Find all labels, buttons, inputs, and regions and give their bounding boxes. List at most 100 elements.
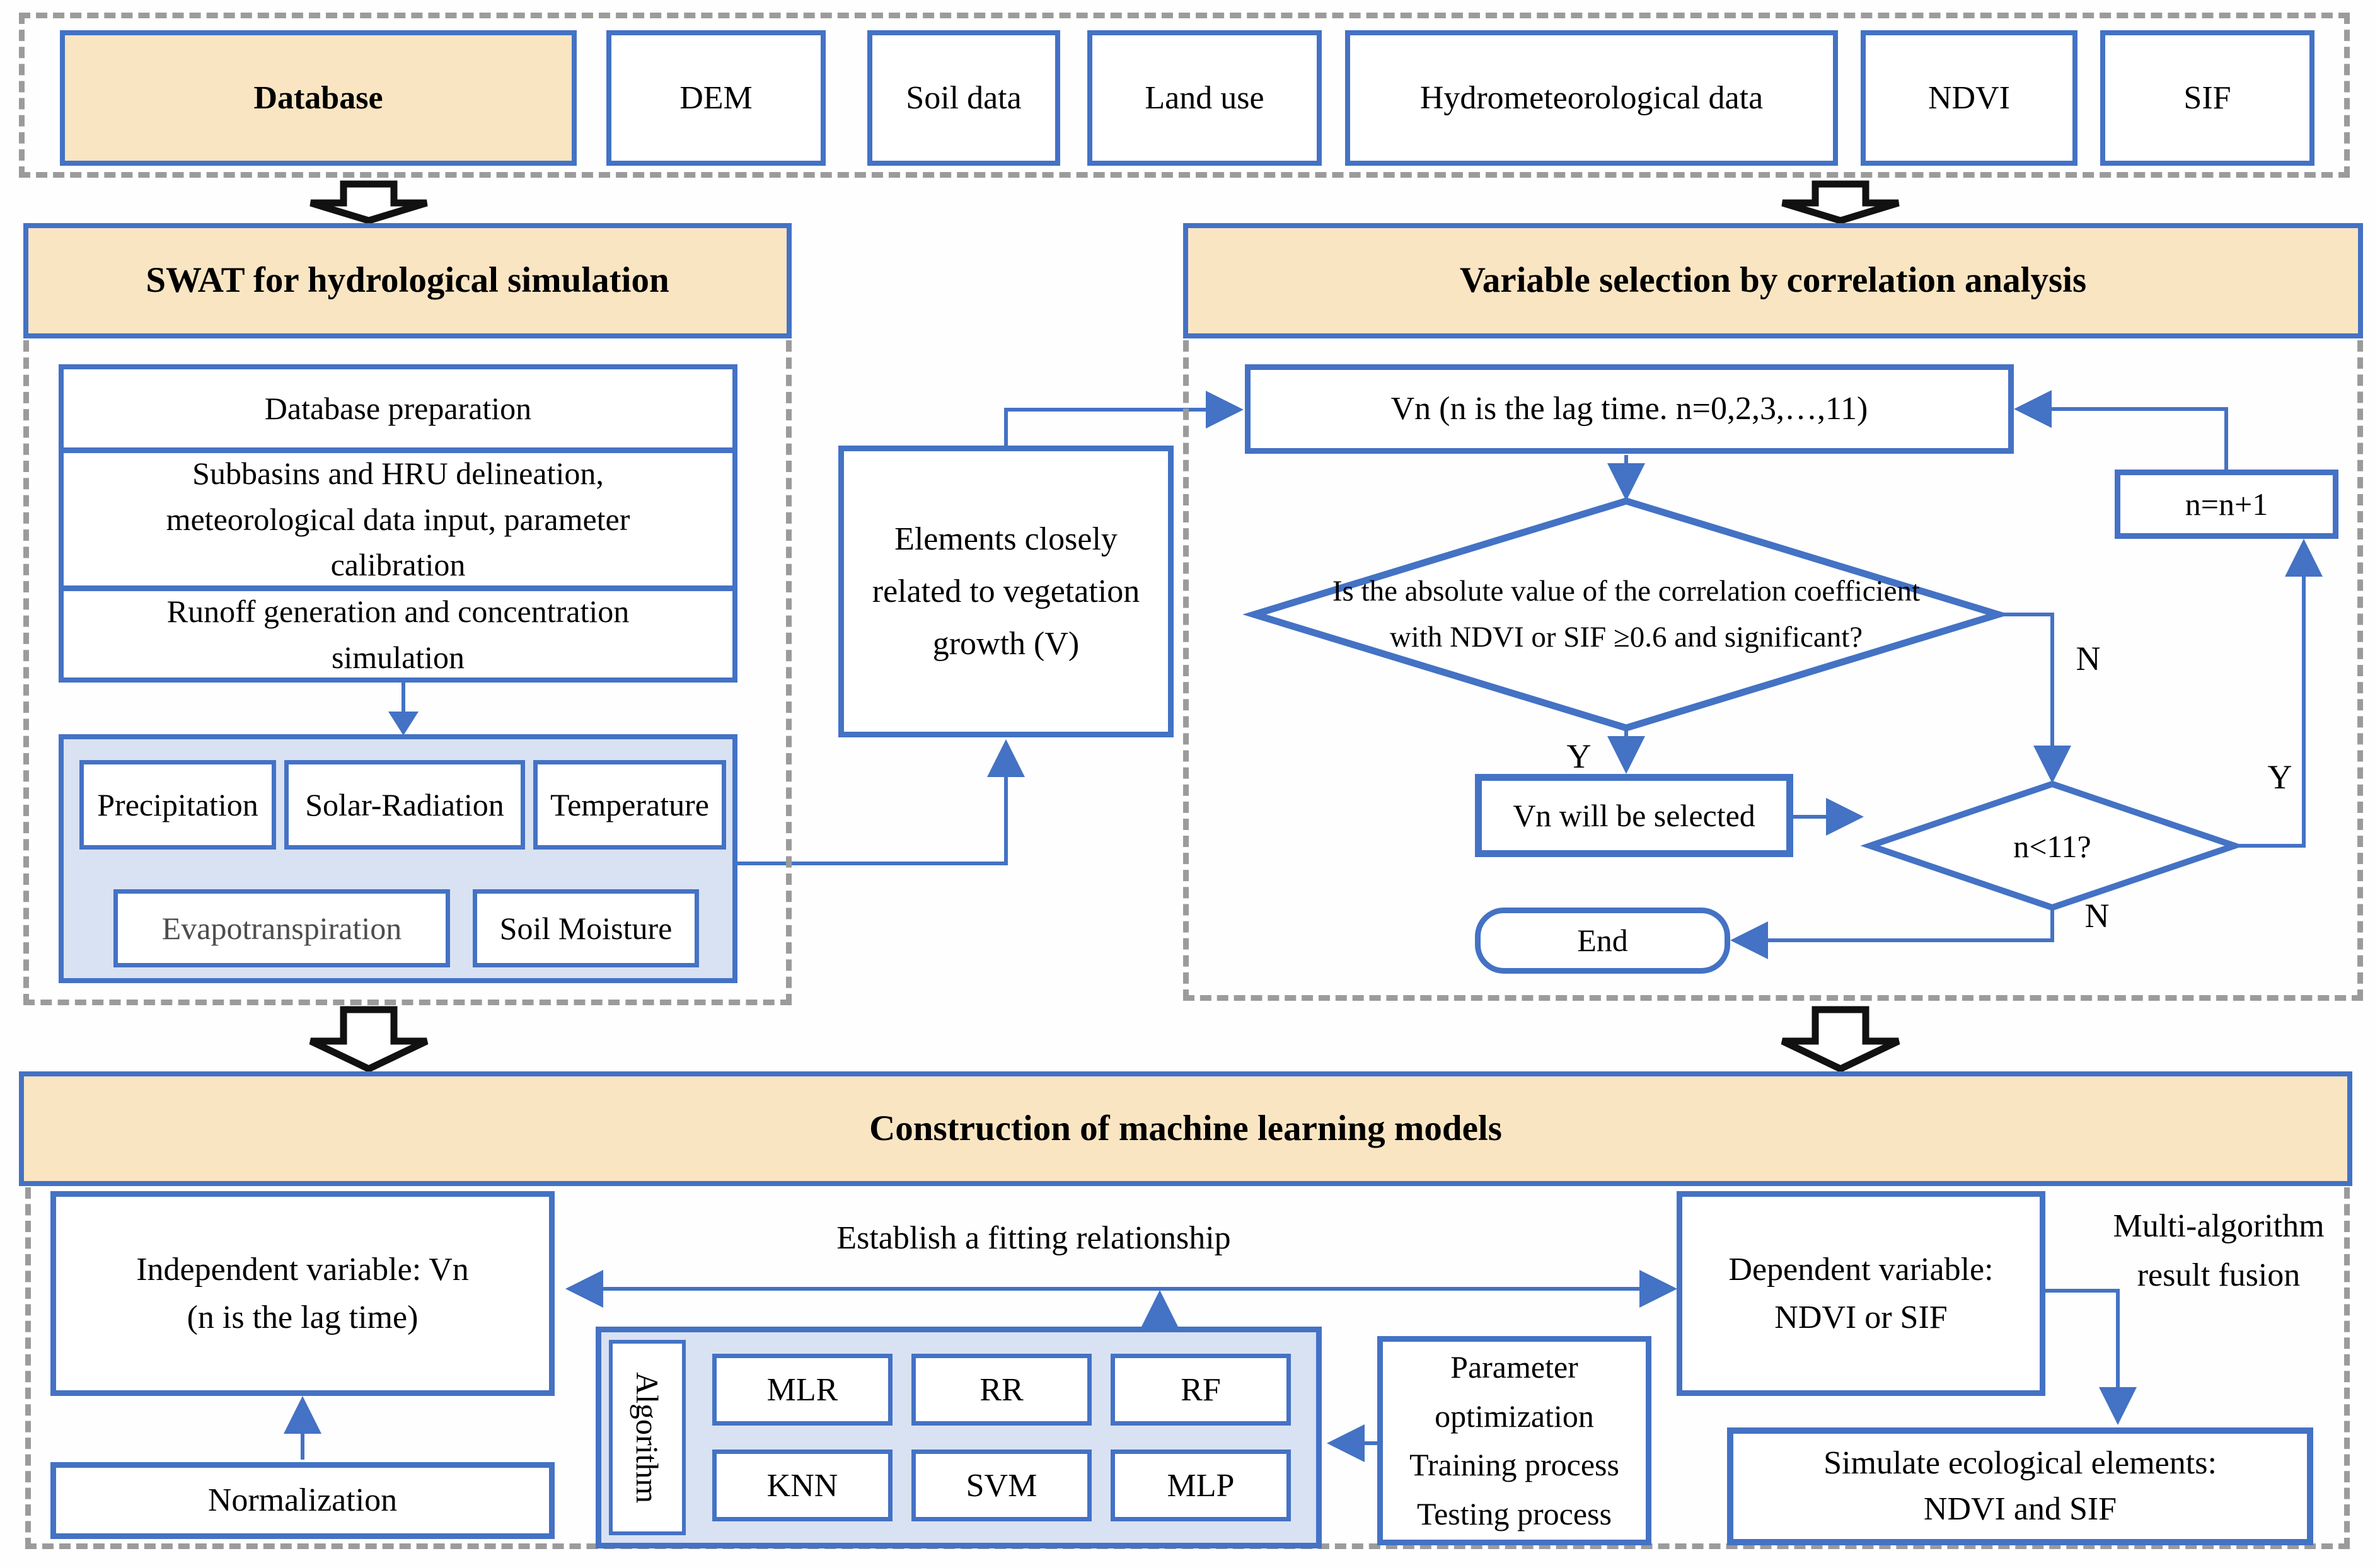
down-arrow-icon (1781, 180, 1900, 224)
swat-container (23, 340, 792, 1005)
dependent-line2: NDVI or SIF (1774, 1299, 1948, 1335)
land-use-box: Land use (1087, 30, 1322, 166)
temperature-label: Temperature (550, 787, 709, 822)
selection-header: Variable selection by correlation analys… (1183, 223, 2363, 338)
elements-label: Elements closely related to vegetation g… (872, 521, 1140, 662)
knn-box: KNN (712, 1450, 893, 1521)
land-use-label: Land use (1145, 79, 1264, 116)
dependent-variable-box: Dependent variable: NDVI or SIF (1677, 1191, 2045, 1396)
decision2-yes-label: Y (2258, 755, 2302, 799)
mlp-label: MLP (1167, 1467, 1235, 1504)
precipitation-box: Precipitation (79, 760, 276, 850)
svm-label: SVM (966, 1467, 1037, 1504)
step-subbasins-hru: Subbasins and HRU delineation, meteorolo… (59, 448, 737, 591)
fitting-label: Establish a fitting relationship (836, 1220, 1231, 1256)
step-runoff-simulation: Runoff generation and concentration simu… (59, 586, 737, 683)
down-arrow-icon (309, 180, 428, 224)
soil-moisture-label: Soil Moisture (499, 910, 673, 946)
decision1-yes-label: Y (1557, 734, 1601, 778)
elements-box: Elements closely related to vegetation g… (838, 446, 1174, 737)
decision2-no-label: N (2075, 894, 2119, 938)
normalization-label: Normalization (207, 1482, 398, 1519)
sif-box: SIF (2100, 30, 2314, 166)
step-database-preparation: Database preparation (59, 364, 737, 453)
fitting-text: Establish a fitting relationship (706, 1215, 1361, 1262)
fusion-text: Multi-algorithm result fusion (2067, 1201, 2370, 1301)
mlr-box: MLR (712, 1354, 893, 1426)
database-label: Database (253, 79, 383, 116)
dependent-line1: Dependent variable: (1728, 1252, 1994, 1288)
simulate-line2: NDVI and SIF (1923, 1490, 2117, 1527)
selection-container (1183, 340, 2363, 1001)
database-box: Database (60, 30, 577, 166)
rf-label: RF (1181, 1371, 1221, 1408)
independent-variable-box: Independent variable: Vn (n is the lag t… (50, 1191, 555, 1396)
fusion-line1: Multi-algorithm (2113, 1208, 2325, 1244)
evapotranspiration-box: Evapotranspiration (113, 889, 450, 967)
precipitation-label: Precipitation (97, 787, 258, 822)
parameter-line2: optimization (1435, 1398, 1594, 1434)
algorithm-label: Algorithm (630, 1371, 665, 1504)
simulate-line1: Simulate ecological elements: (1823, 1444, 2217, 1481)
soil-data-label: Soil data (906, 79, 1022, 116)
solar-radiation-label: Solar-Radiation (305, 787, 504, 822)
ml-header: Construction of machine learning models (19, 1071, 2352, 1186)
solar-radiation-box: Solar-Radiation (284, 760, 525, 850)
step-label: Subbasins and HRU delineation, meteorolo… (166, 456, 630, 583)
ndvi-label: NDVI (1928, 79, 2010, 116)
swat-title: SWAT for hydrological simulation (146, 260, 669, 301)
fusion-line2: result fusion (2137, 1257, 2301, 1293)
decision1-label: Is the absolute value of the correlation… (1332, 575, 1921, 654)
parameter-box: Parameter optimization Training process … (1377, 1336, 1651, 1545)
dem-label: DEM (679, 79, 753, 116)
rf-box: RF (1111, 1354, 1291, 1426)
end-box: End (1475, 908, 1730, 974)
normalization-box: Normalization (50, 1462, 555, 1539)
selection-title: Variable selection by correlation analys… (1459, 260, 2087, 301)
decision1-no-label: N (2066, 637, 2110, 681)
vn-box: Vn (n is the lag time. n=0,2,3,…,11) (1245, 364, 2014, 454)
svm-box: SVM (911, 1450, 1092, 1521)
end-label: End (1577, 923, 1628, 959)
rr-box: RR (911, 1354, 1092, 1426)
increment-label: n=n+1 (2185, 486, 2268, 522)
down-arrow-icon (1781, 1006, 1900, 1073)
dem-box: DEM (606, 30, 826, 166)
database-container (19, 13, 2350, 178)
soil-data-box: Soil data (867, 30, 1060, 166)
independent-line2: (n is the lag time) (187, 1299, 419, 1335)
temperature-box: Temperature (533, 760, 726, 850)
hydrological-variables-group: Precipitation Solar-Radiation Temperatur… (59, 734, 737, 983)
yes-text: Y (1566, 737, 1592, 775)
simulate-box: Simulate ecological elements: NDVI and S… (1727, 1427, 2313, 1545)
swat-header: SWAT for hydrological simulation (23, 223, 792, 338)
vn-selected-box: Vn will be selected (1475, 774, 1793, 857)
algorithm-grid: MLR RR RF KNN SVM MLP (696, 1341, 1307, 1534)
mlr-label: MLR (766, 1371, 838, 1408)
yes-text: Y (2267, 758, 2292, 796)
down-arrow-icon (309, 1006, 429, 1073)
rr-label: RR (979, 1371, 1024, 1408)
ml-title: Construction of machine learning models (869, 1108, 1502, 1148)
independent-line1: Independent variable: Vn (136, 1252, 469, 1288)
decision2-text: n<11? (1977, 823, 2128, 870)
parameter-line4: Testing process (1417, 1496, 1612, 1531)
hydrometeorological-box: Hydrometeorological data (1345, 30, 1838, 166)
parameter-line3: Training process (1409, 1447, 1619, 1482)
ndvi-box: NDVI (1861, 30, 2077, 166)
step-label: Runoff generation and concentration simu… (166, 594, 630, 675)
mlp-box: MLP (1111, 1450, 1291, 1521)
step-label: Database preparation (264, 390, 532, 426)
decision1-text: Is the absolute value of the correlation… (1330, 523, 1922, 706)
parameter-line1: Parameter (1450, 1349, 1578, 1385)
vn-label: Vn (n is the lag time. n=0,2,3,…,11) (1390, 391, 1868, 427)
sif-label: SIF (2183, 79, 2231, 116)
knn-label: KNN (766, 1467, 838, 1504)
hydrometeorological-label: Hydrometeorological data (1419, 79, 1764, 116)
no-text: N (2076, 640, 2101, 677)
decision2-label: n<11? (2013, 828, 2091, 864)
evapotranspiration-label: Evapotranspiration (161, 910, 402, 946)
algorithm-label-cell: Algorithm (609, 1340, 686, 1535)
vn-selected-label: Vn will be selected (1513, 797, 1755, 833)
